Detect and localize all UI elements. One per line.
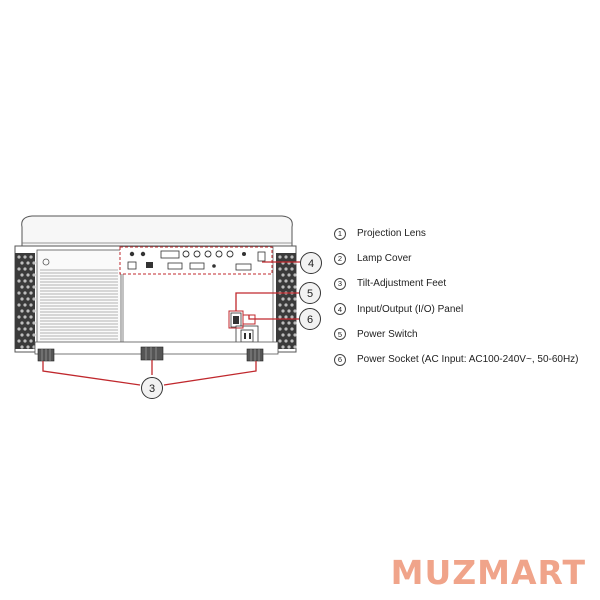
projector-top-housing [21, 215, 293, 247]
io-panel [119, 246, 273, 275]
right-side-grille [276, 253, 297, 349]
callout-5-label: 5 [307, 288, 313, 300]
legend-number-badge: 6 [334, 353, 346, 366]
legend-label: Lamp Cover [357, 253, 412, 265]
tilt-foot-left [37, 348, 55, 362]
legend-label: Projection Lens [357, 228, 426, 240]
legend-number-badge: 1 [334, 227, 346, 240]
legend-item: 2 Lamp Cover [334, 246, 579, 271]
legend: 1 Projection Lens 2 Lamp Cover 3 Tilt-Ad… [334, 221, 579, 372]
left-side-grille [15, 253, 36, 349]
tilt-foot-right [246, 348, 264, 362]
callout-4-label: 4 [308, 258, 314, 270]
callout-5: 5 [299, 282, 321, 304]
callout-3: 3 [141, 377, 163, 399]
legend-item: 4 Input/Output (I/O) Panel [334, 297, 579, 322]
legend-number-badge: 3 [334, 277, 346, 290]
callout-6-label: 6 [307, 314, 313, 326]
legend-item: 6 Power Socket (AC Input: AC100-240V~, 5… [334, 347, 579, 372]
callout-4: 4 [300, 252, 322, 274]
legend-number-badge: 4 [334, 303, 346, 316]
legend-number-badge: 2 [334, 252, 346, 265]
legend-label: Input/Output (I/O) Panel [357, 303, 464, 315]
callout-6: 6 [299, 308, 321, 330]
legend-number-badge: 5 [334, 328, 346, 341]
callout-3-label: 3 [149, 383, 155, 395]
callout-lines [42, 261, 300, 386]
legend-item: 3 Tilt-Adjustment Feet [334, 271, 579, 296]
legend-item: 1 Projection Lens [334, 221, 579, 246]
legend-label: Tilt-Adjustment Feet [357, 278, 447, 290]
legend-label: Power Socket (AC Input: AC100-240V~, 50-… [357, 354, 579, 366]
legend-item: 5 Power Switch [334, 322, 579, 347]
tilt-foot-center [140, 346, 164, 361]
brand-watermark: MUZMART [390, 553, 586, 592]
legend-label: Power Switch [357, 328, 418, 340]
lamp-cover [36, 249, 122, 345]
